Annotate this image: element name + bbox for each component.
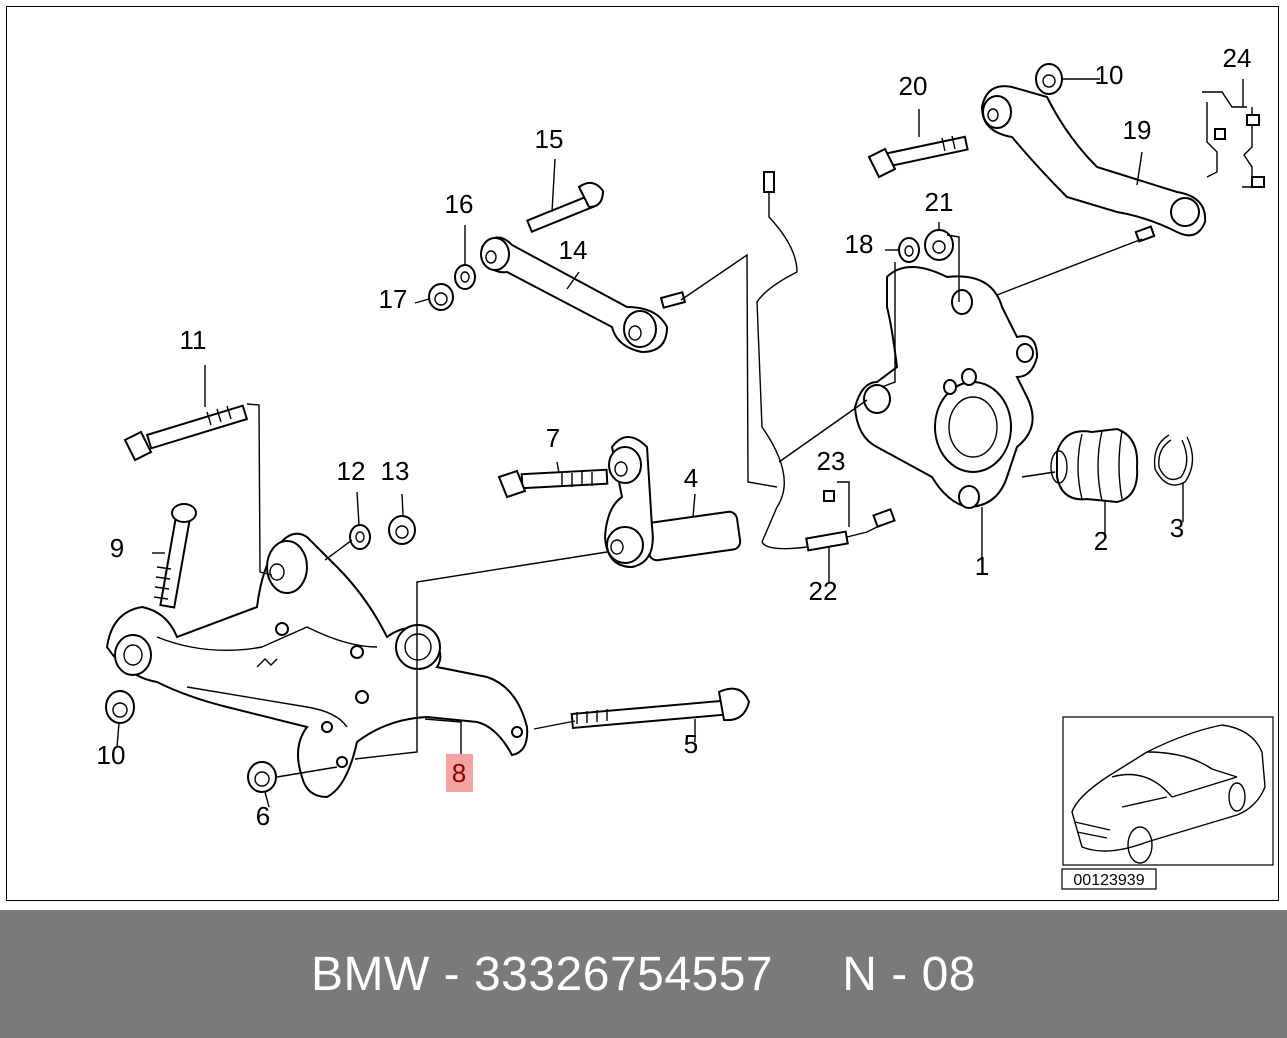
callout-18: 18	[845, 229, 874, 259]
callout-24: 24	[1223, 43, 1252, 73]
nut-6	[247, 761, 277, 793]
nut-17	[428, 283, 454, 311]
callout-19: 19	[1123, 115, 1152, 145]
parts-diagram: 1 2 3 4 5 6 7 8 9 10 10 11 12 13 14 15 1…	[97, 43, 1274, 890]
callout-2: 2	[1094, 526, 1108, 556]
footer-bar: BMW - 33326754557 N - 08	[0, 910, 1287, 1038]
part-number-caption: BMW - 33326754557 N - 08	[311, 947, 976, 1001]
nut-10-upper	[1035, 63, 1063, 95]
bolt-11	[123, 404, 249, 462]
wheel-bearing	[1050, 427, 1139, 504]
control-arm-14	[480, 236, 687, 354]
trailing-link	[603, 436, 742, 569]
callout-1: 1	[975, 551, 989, 581]
diagram-frame: 1 2 3 4 5 6 7 8 9 10 10 11 12 13 14 15 1…	[6, 6, 1279, 901]
nut-21	[924, 229, 954, 261]
callout-23: 23	[817, 446, 846, 476]
vehicle-thumbnail: 00123939	[1061, 716, 1274, 890]
washer-12	[349, 524, 371, 550]
callout-21: 21	[925, 187, 954, 217]
callout-7: 7	[546, 423, 560, 453]
bolt-9	[153, 503, 197, 609]
callout-15: 15	[535, 124, 564, 154]
rear-subframe	[105, 532, 529, 799]
callout-12: 12	[337, 456, 366, 486]
nut-13	[388, 515, 416, 545]
callout-20: 20	[899, 71, 928, 101]
callout-14: 14	[559, 235, 588, 265]
bolt-7	[497, 468, 609, 499]
callout-6: 6	[256, 801, 270, 831]
callout-22: 22	[809, 576, 838, 606]
callout-13: 13	[381, 456, 410, 486]
brake-line-clips	[1202, 91, 1265, 188]
bolt-20	[867, 135, 969, 179]
callout-8: 8	[452, 758, 466, 788]
callout-11: 11	[180, 325, 207, 355]
nut-10-lower	[105, 690, 135, 724]
callout-10-lower: 10	[97, 740, 126, 770]
callout-5: 5	[684, 729, 698, 759]
callout-16: 16	[445, 189, 474, 219]
washer-16	[454, 264, 476, 290]
upper-arm-19	[980, 85, 1207, 243]
leader-lines	[116, 78, 1244, 808]
bolt-5	[570, 687, 751, 730]
callout-17: 17	[379, 284, 408, 314]
callout-4: 4	[684, 463, 698, 493]
bolt-15	[525, 181, 605, 233]
callout-3: 3	[1170, 513, 1184, 543]
abs-sensor-cable	[756, 171, 896, 552]
callout-9: 9	[110, 533, 124, 563]
callout-8-highlight	[446, 754, 473, 792]
callout-10-upper: 10	[1095, 60, 1124, 90]
image-code: 00123939	[1073, 872, 1144, 889]
callout-labels: 1 2 3 4 5 6 7 8 9 10 10 11 12 13 14 15 1…	[97, 43, 1252, 831]
wheel-carrier	[853, 266, 1039, 509]
snap-ring	[1153, 434, 1194, 486]
nut-18	[898, 237, 920, 263]
